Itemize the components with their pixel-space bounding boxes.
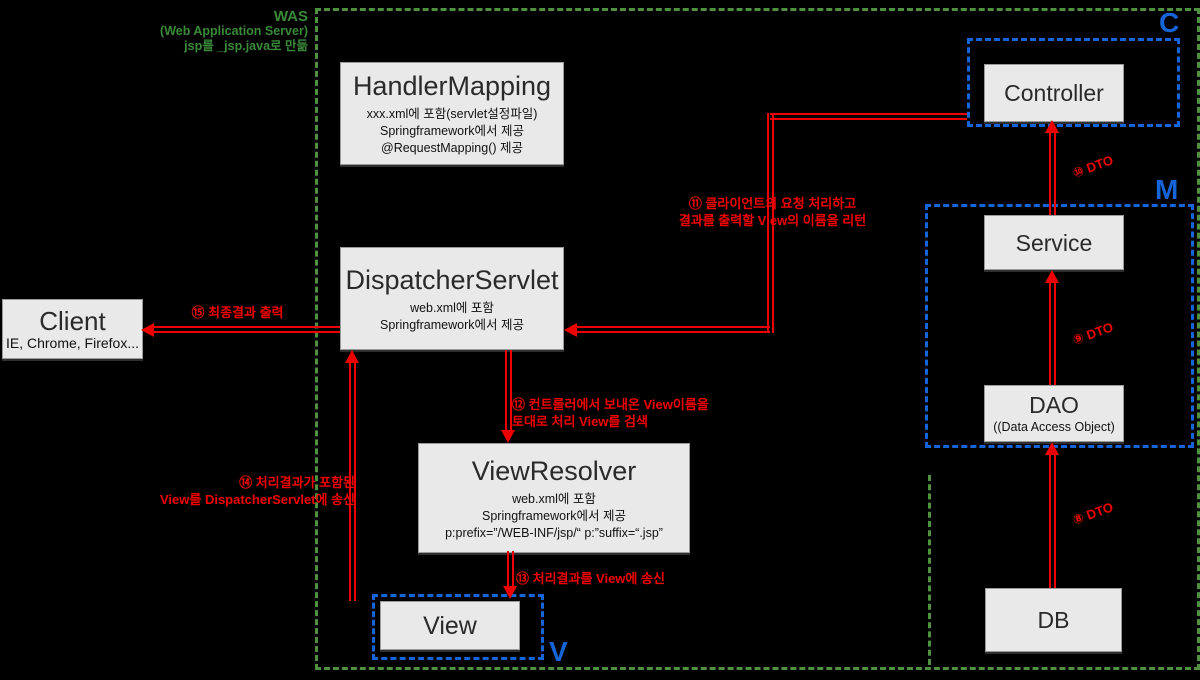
was-note: jsp를 _jsp.java로 만듦 — [184, 39, 308, 53]
dispatcher-servlet-title: DispatcherServlet — [345, 264, 559, 295]
client-line: IE, Chrome, Firefox... — [5, 334, 140, 351]
arrowhead-to-service — [1045, 270, 1059, 283]
dao-box: DAO ((Data Access Object) — [984, 385, 1124, 442]
service-title: Service — [1015, 229, 1093, 256]
arrow-controller-return-vertical — [767, 113, 774, 333]
service-box: Service — [984, 215, 1124, 270]
arrowhead-to-viewresolver — [501, 430, 515, 443]
view-resolver-box: ViewResolver web.xml에 포함 Springframework… — [418, 443, 690, 553]
arrow-controller-return-top — [770, 113, 967, 120]
controller-title: Controller — [1004, 80, 1104, 106]
arrowhead-to-controller — [1045, 120, 1059, 133]
db-title: DB — [1037, 607, 1070, 633]
handler-mapping-line: xxx.xml에 포함(servlet설정파일) — [366, 107, 538, 121]
arrow-service-to-controller — [1049, 131, 1056, 215]
mvc-letter-c: C — [1159, 7, 1180, 38]
label-view-return: ⑭ 처리결과가 포함된 View를 DispatcherServlet에 송신 — [159, 475, 355, 507]
view-group-border — [372, 594, 544, 660]
handler-mapping-title: HandlerMapping — [352, 71, 552, 101]
arrow-dao-to-service — [1049, 281, 1056, 385]
dispatcher-servlet-box: DispatcherServlet web.xml에 포함 Springfram… — [340, 247, 564, 350]
label-resolver-search: ⑫ 컨트롤러에서 보내온 View이름을 토대로 처리 View를 검색 — [512, 397, 709, 429]
view-resolver-title: ViewResolver — [471, 455, 637, 486]
arrow-controller-return-bottom — [576, 326, 770, 333]
arrow-db-to-dao — [1049, 453, 1056, 588]
view-box: View — [380, 601, 520, 650]
dispatcher-servlet-line: Springframework에서 제공 — [380, 317, 524, 332]
was-boundary — [315, 8, 1200, 670]
arrowhead-to-view — [503, 586, 517, 599]
mvc-letter-m: M — [1155, 174, 1179, 205]
model-group-border — [925, 204, 1194, 448]
arrowhead-to-client — [141, 323, 154, 337]
was-subtitle: (Web Application Server) — [160, 24, 308, 38]
handler-mapping-box: HandlerMapping xxx.xml에 포함(servlet설정파일) … — [340, 62, 564, 165]
dao-title: DAO — [1029, 392, 1079, 418]
view-title: View — [423, 611, 477, 640]
handler-mapping-line: @RequestMapping() 제공 — [381, 141, 523, 155]
label-send-to-view: ⑬ 처리결과를 View에 송신 — [516, 571, 665, 586]
client-box: Client IE, Chrome, Firefox... — [2, 299, 143, 359]
was-label: WAS (Web Application Server) jsp를 _jsp.j… — [100, 9, 308, 54]
db-box: DB — [985, 588, 1122, 652]
arrow-viewresolver-to-view — [507, 551, 514, 589]
controller-box: Controller — [984, 64, 1124, 122]
arrowhead-to-dispatcher-right — [564, 323, 577, 337]
arrow-view-to-dispatcher — [349, 361, 356, 601]
view-resolver-line: p:prefix=”/WEB-INF/jsp/“ p:”suffix=“.jsp… — [445, 525, 663, 540]
was-inner-partition — [928, 475, 931, 665]
arrowhead-to-dao — [1045, 442, 1059, 455]
arrowhead-to-dispatcher-bottom — [345, 350, 359, 363]
label-final-output: ⑮ 최종결과 출력 — [191, 305, 284, 320]
view-resolver-line: web.xml에 포함 — [512, 491, 596, 506]
label-controller-return: ⑪ 클라이언트의 요청 처리하고 결과를 출력할 View의 이름을 리턴 — [678, 196, 867, 228]
view-resolver-line: Springframework에서 제공 — [482, 508, 626, 523]
dao-subtitle: ((Data Access Object) — [993, 420, 1115, 434]
dispatcher-servlet-line: web.xml에 포함 — [410, 300, 494, 315]
client-title: Client — [39, 305, 106, 336]
handler-mapping-line: Springframework에서 제공 — [380, 124, 524, 138]
mvc-letter-v: V — [549, 636, 568, 667]
controller-group-border — [967, 38, 1180, 127]
arrow-dispatcher-to-viewresolver — [505, 350, 512, 432]
was-title: WAS — [273, 8, 308, 25]
arrow-dispatcher-to-client — [152, 326, 340, 333]
